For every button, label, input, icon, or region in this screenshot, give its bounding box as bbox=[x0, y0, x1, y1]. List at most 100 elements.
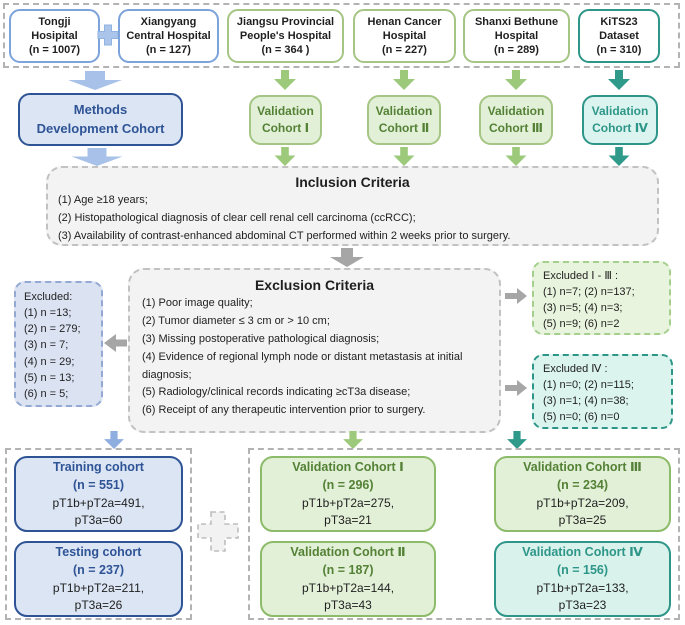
down-arrow-icon bbox=[507, 431, 527, 449]
inclusion-item: (3) Availability of contrast-enhanced ab… bbox=[58, 229, 511, 242]
down-arrow-icon bbox=[68, 71, 122, 90]
validation-cohort-2-box: Validation Cohort Ⅱ bbox=[367, 95, 441, 145]
testing-cohort-box: Testing cohort (n = 237) pT1b+pT2a=211, … bbox=[14, 541, 183, 617]
source-box-xiangyang: Xiangyang Central Hospital (n = 127) bbox=[118, 9, 219, 63]
exclusion-item: (1) Poor image quality; bbox=[142, 297, 253, 310]
result-title: Testing cohort bbox=[55, 545, 142, 560]
exclusion-item: (6) Receipt of any therapeutic intervent… bbox=[142, 404, 426, 417]
down-arrow-icon bbox=[330, 248, 364, 267]
validation-results-container bbox=[248, 448, 680, 620]
exclusion-criteria-box: Exclusion Criteria (1) Poor image qualit… bbox=[128, 268, 501, 433]
source-box-henan: Henan Cancer Hospital (n = 227) bbox=[353, 9, 456, 63]
validation-cohort-1-box: Validation Cohort Ⅰ bbox=[249, 95, 322, 145]
result-title: Validation Cohort Ⅳ bbox=[522, 545, 643, 560]
down-arrow-icon bbox=[104, 431, 124, 449]
source-label: Jiangsu Provincial People's Hospital (n … bbox=[236, 15, 335, 57]
source-box-tongji: Tongji Hosipital (n = 1007) bbox=[9, 9, 100, 63]
source-label: Xiangyang Central Hospital (n = 127) bbox=[126, 15, 211, 57]
source-box-shanxi: Shanxi Bethune Hospital (n = 289) bbox=[463, 9, 570, 63]
source-label: Tongji Hosipital (n = 1007) bbox=[28, 15, 81, 57]
excluded-line: (2) n = 279; bbox=[24, 323, 81, 336]
result-title: Validation Cohort Ⅰ bbox=[292, 460, 404, 475]
left-arrow-icon bbox=[104, 334, 127, 352]
result-title: Training cohort bbox=[53, 460, 144, 475]
down-arrow-icon bbox=[505, 147, 527, 166]
down-arrow-icon bbox=[608, 147, 630, 166]
result-n: (n = 296) bbox=[322, 477, 374, 492]
result-line: pT3a=60 bbox=[74, 512, 123, 527]
result-line: pT3a=43 bbox=[324, 597, 372, 612]
plus-icon bbox=[197, 511, 239, 552]
exclusion-item: (2) Tumor diameter ≤ 3 cm or > 10 cm; bbox=[142, 315, 330, 328]
source-box-jiangsu: Jiangsu Provincial People's Hospital (n … bbox=[227, 9, 344, 63]
source-hospitals-container bbox=[3, 3, 680, 68]
down-arrow-icon bbox=[71, 148, 123, 166]
result-line: pT3a=25 bbox=[558, 512, 607, 527]
exclusion-item: (5) Radiology/clinical records indicatin… bbox=[142, 386, 411, 399]
excluded-line: (4) n = 29; bbox=[24, 355, 75, 368]
excluded-line: (1) n =13; bbox=[24, 307, 72, 320]
result-line: pT3a=21 bbox=[324, 512, 372, 527]
source-label: KiTS23 Dataset (n = 310) bbox=[596, 15, 642, 57]
result-title: Validation Cohort Ⅱ bbox=[290, 545, 406, 560]
excluded-line: (3) n=5; (4) n=3; bbox=[543, 302, 623, 315]
cohort-label: Validation Cohort Ⅱ bbox=[375, 103, 433, 135]
inclusion-title: Inclusion Criteria bbox=[295, 174, 410, 190]
right-arrow-icon bbox=[505, 380, 527, 396]
result-line: pT1b+pT2a=209, bbox=[536, 495, 629, 510]
down-arrow-icon bbox=[505, 70, 527, 90]
result-n: (n = 237) bbox=[72, 562, 125, 577]
validation-cohort-4-result-box: Validation Cohort Ⅳ (n = 156) pT1b+pT2a=… bbox=[494, 541, 671, 617]
result-n: (n = 234) bbox=[556, 477, 609, 492]
result-n: (n = 187) bbox=[322, 562, 374, 577]
validation-cohort-3-box: Validation Cohort Ⅲ bbox=[479, 95, 553, 145]
down-arrow-icon bbox=[274, 70, 296, 90]
excluded-line: (5) n = 13; bbox=[24, 371, 75, 384]
excluded-line: (5) n=0; (6) n=0 bbox=[543, 411, 620, 424]
excluded-line: (6) n = 5; bbox=[24, 387, 69, 400]
result-line: pT1b+pT2a=133, bbox=[536, 580, 629, 595]
right-arrow-icon bbox=[505, 288, 527, 304]
methods-development-cohort-box: Methods Development Cohort bbox=[18, 93, 183, 146]
down-arrow-icon bbox=[608, 70, 630, 90]
excluded-validation-4-box: Excluded Ⅳ : (1) n=0; (2) n=115; (3) n=1… bbox=[532, 354, 673, 429]
development-results-container bbox=[5, 448, 192, 620]
excluded-line: (5) n=9; (6) n=2 bbox=[543, 318, 620, 331]
excluded-validation-1-3-box: Excluded Ⅰ - Ⅲ : (1) n=7; (2) n=137; (3)… bbox=[532, 261, 671, 335]
exclusion-item: (3) Missing postoperative pathological d… bbox=[142, 332, 380, 345]
down-arrow-icon bbox=[274, 147, 296, 166]
result-line: pT3a=23 bbox=[558, 597, 607, 612]
excluded-title: Excluded: bbox=[24, 291, 73, 303]
down-arrow-icon bbox=[393, 147, 415, 166]
cohort-label: Methods Development Cohort bbox=[36, 102, 165, 136]
validation-cohort-3-result-box: Validation Cohort Ⅲ (n = 234) pT1b+pT2a=… bbox=[494, 456, 671, 532]
validation-cohort-1-result-box: Validation Cohort Ⅰ (n = 296) pT1b+pT2a=… bbox=[260, 456, 436, 532]
cohort-label: Validation Cohort Ⅲ bbox=[487, 103, 545, 135]
excluded-line: (3) n = 7; bbox=[24, 339, 69, 352]
result-n: (n = 551) bbox=[72, 477, 125, 492]
cohort-label: Validation Cohort Ⅳ bbox=[591, 103, 649, 135]
excluded-title: Excluded Ⅳ : bbox=[543, 363, 608, 375]
result-line: pT1b+pT2a=211, bbox=[52, 580, 145, 595]
excluded-line: (3) n=1; (4) n=38; bbox=[543, 395, 629, 408]
excluded-title: Excluded Ⅰ - Ⅲ : bbox=[543, 270, 619, 282]
result-line: pT1b+pT2a=491, bbox=[52, 495, 145, 510]
excluded-development-box: Excluded: (1) n =13; (2) n = 279; (3) n … bbox=[14, 281, 103, 407]
inclusion-item: (2) Histopathological diagnosis of clear… bbox=[58, 212, 416, 225]
result-title: Validation Cohort Ⅲ bbox=[523, 460, 642, 475]
source-label: Henan Cancer Hospital (n = 227) bbox=[367, 15, 442, 57]
source-box-kits23: KiTS23 Dataset (n = 310) bbox=[578, 9, 660, 63]
inclusion-item: (1) Age ≥18 years; bbox=[58, 194, 148, 207]
cohort-label: Validation Cohort Ⅰ bbox=[257, 103, 314, 135]
result-n: (n = 156) bbox=[556, 562, 609, 577]
result-line: pT3a=26 bbox=[74, 597, 123, 612]
training-cohort-box: Training cohort (n = 551) pT1b+pT2a=491,… bbox=[14, 456, 183, 532]
excluded-line: (1) n=0; (2) n=115; bbox=[543, 379, 634, 392]
validation-cohort-4-box: Validation Cohort Ⅳ bbox=[582, 95, 658, 145]
exclusion-item: (4) Evidence of regional lymph node or d… bbox=[142, 350, 463, 381]
result-line: pT1b+pT2a=144, bbox=[301, 580, 395, 595]
validation-cohort-2-result-box: Validation Cohort Ⅱ (n = 187) pT1b+pT2a=… bbox=[260, 541, 436, 617]
result-line: pT1b+pT2a=275, bbox=[301, 495, 395, 510]
exclusion-title: Exclusion Criteria bbox=[254, 277, 375, 293]
source-label: Shanxi Bethune Hospital (n = 289) bbox=[474, 15, 559, 57]
